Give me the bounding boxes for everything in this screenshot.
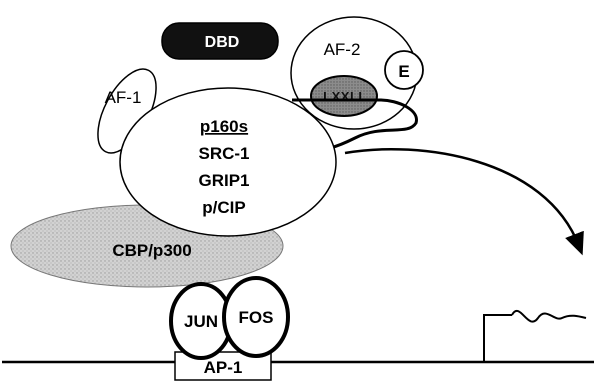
- pcip-label: p/CIP: [202, 198, 245, 217]
- dbd-label: DBD: [205, 34, 240, 51]
- dbd-block: [161, 22, 279, 60]
- activation-arrow: [344, 148, 584, 256]
- mrna-wave: [511, 309, 587, 323]
- p160s-label: p160s: [200, 117, 248, 136]
- src1-label: SRC-1: [198, 144, 249, 163]
- estrogen-ligand-circle: [384, 50, 424, 90]
- helix-loop: [292, 98, 418, 150]
- promoter-step: [483, 314, 512, 362]
- af2-label: AF-2: [324, 40, 361, 59]
- p160-ellipse: [119, 87, 337, 237]
- af1-label: AF-1: [105, 88, 142, 107]
- lxxll-ellipse: [310, 75, 378, 117]
- fos-ellipse: [222, 276, 290, 358]
- lxxll-label: LXXLL: [323, 89, 367, 104]
- cbp-p300-label: CBP/p300: [112, 241, 191, 260]
- ap1-label: AP-1: [204, 358, 243, 377]
- fos-label: FOS: [239, 308, 274, 327]
- estrogen-ligand-label: E: [398, 62, 409, 81]
- jun-label: JUN: [184, 312, 218, 331]
- grip1-label: GRIP1: [198, 171, 249, 190]
